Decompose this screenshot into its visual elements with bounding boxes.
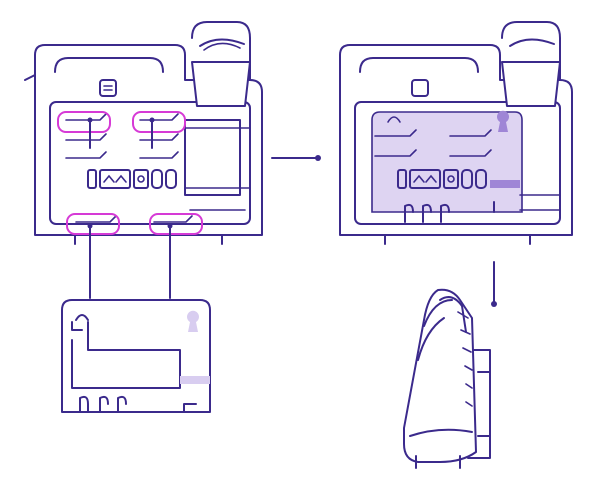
phone-side-view-icon [403,288,491,469]
mount-hole-highlight [66,213,120,235]
desk-phone-back-icon [24,21,263,245]
mount-hole-highlight [149,213,203,235]
desk-phone-back-icon [339,21,573,245]
mount-hole-highlight [132,111,186,133]
mount-hole-highlight [57,111,111,133]
usb-port-icon [99,79,117,97]
wall-mount-bracket-icon [61,299,211,413]
